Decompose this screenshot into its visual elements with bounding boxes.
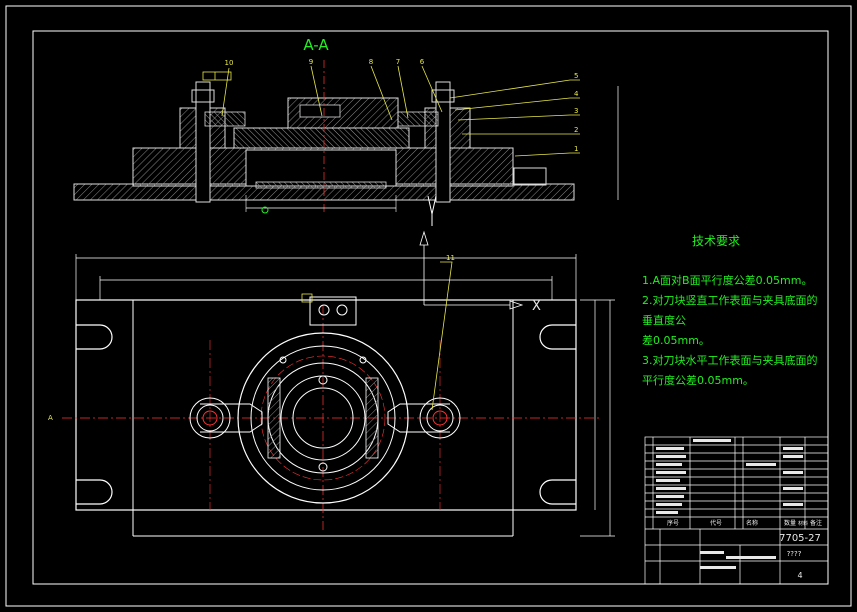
callouts-right — [449, 79, 580, 157]
section-view: A-A — [73, 36, 619, 226]
section-label: A-A — [303, 36, 329, 54]
callout-3: 3 — [574, 107, 578, 115]
note-line-4: 差0.05mm。 — [642, 333, 710, 347]
callout-9: 9 — [309, 58, 313, 66]
callout-7: 7 — [396, 58, 400, 66]
bom-header-1: 序号 — [667, 519, 679, 527]
drawing-frame — [32, 30, 829, 585]
technical-notes: 技术要求 1.A面对B面平行度公差0.05mm。 2.对刀块竖直工作表面与夹具底… — [642, 234, 818, 387]
sheet-number: 4 — [797, 571, 802, 580]
note-line-1: 1.A面对B面平行度公差0.05mm。 — [642, 273, 813, 287]
callout-10: 10 — [225, 59, 234, 67]
bom-text-marks — [656, 439, 803, 569]
x-axis-label: X — [532, 299, 541, 314]
callouts-top — [221, 65, 443, 121]
note-line-5: 3.对刀块水平工作表面与夹具底面的 — [642, 353, 818, 367]
note-line-3: 垂直度公 — [642, 313, 686, 327]
callout-6: 6 — [420, 58, 425, 66]
drawing-name: ???? — [787, 550, 802, 558]
callout-5: 5 — [574, 72, 578, 80]
plan-view: X 11 A — [48, 230, 615, 537]
callout-1: 1 — [574, 145, 578, 153]
note-line-2: 2.对刀块竖直工作表面与夹具底面的 — [642, 293, 818, 307]
bom-header-6: 备注 — [810, 519, 822, 527]
callout-4: 4 — [574, 90, 579, 98]
title-block — [644, 436, 829, 585]
callout-8: 8 — [369, 58, 373, 66]
bom-header-2: 代号 — [710, 519, 722, 527]
bom-header-5: 材料 — [798, 520, 808, 527]
sheet-border — [5, 5, 852, 607]
section-marker-left: A — [48, 414, 53, 422]
note-line-6: 平行度公差0.05mm。 — [642, 373, 754, 387]
notes-title: 技术要求 — [692, 234, 740, 248]
callout-2: 2 — [574, 126, 578, 134]
drawing-number: 7705-27 — [779, 533, 821, 544]
bom-header-3: 名称 — [746, 519, 758, 527]
bom-header-4: 数量 — [784, 519, 796, 527]
